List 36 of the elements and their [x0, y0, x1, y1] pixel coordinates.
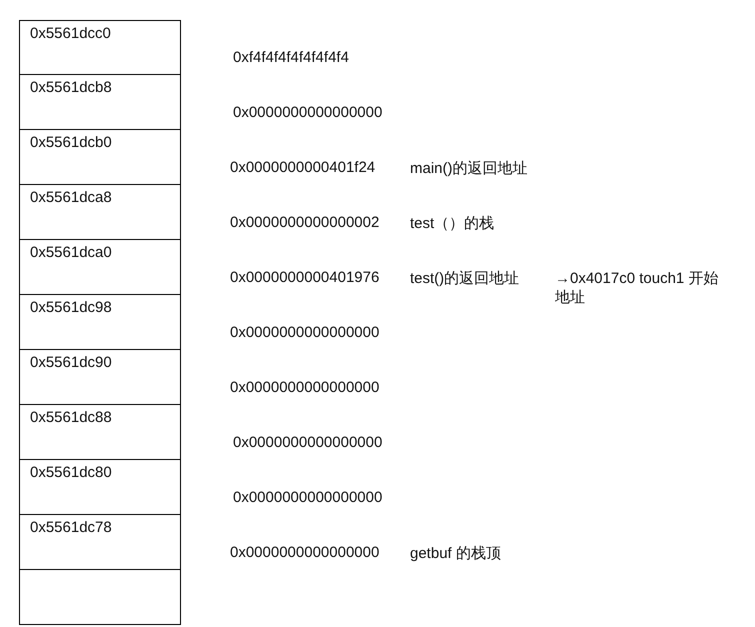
annotation-text: test()的返回地址: [410, 269, 520, 288]
stack-value: 0x0000000000000000: [230, 379, 380, 396]
stack-value: 0x0000000000000000: [233, 489, 382, 506]
stack-cell: [19, 239, 181, 295]
stack-cell: [19, 349, 181, 405]
memory-address: 0x5561dc88: [30, 409, 112, 426]
memory-address: 0x5561dc90: [30, 354, 112, 371]
stack-cell: [19, 459, 181, 515]
stack-cell: [19, 74, 181, 130]
stack-value: 0x0000000000000000: [233, 104, 382, 121]
annotation-text: getbuf 的栈顶: [410, 544, 501, 563]
stack-cell: [19, 294, 181, 350]
stack-cell: [19, 20, 181, 75]
stack-cell: [19, 514, 181, 570]
stack-value: 0x0000000000000000: [230, 324, 380, 341]
annotation-text: test（）的栈: [410, 214, 494, 233]
memory-address: 0x5561dca8: [30, 189, 112, 206]
stack-value: 0x0000000000000000: [233, 434, 382, 451]
stack-cell: [19, 404, 181, 460]
stack-value: 0x0000000000401f24: [230, 159, 376, 176]
stack-cell: [19, 129, 181, 185]
empty-cell: [19, 569, 181, 625]
stack-value: 0x0000000000000002: [230, 214, 380, 231]
memory-address: 0x5561dcb8: [30, 79, 112, 96]
memory-address: 0x5561dca0: [30, 244, 112, 261]
memory-address: 0x5561dcc0: [30, 25, 111, 42]
memory-address: 0x5561dc80: [30, 464, 112, 481]
annotation-text: main()的返回地址: [410, 159, 528, 178]
memory-address: 0x5561dcb0: [30, 134, 112, 151]
annotation-text: →0x4017c0 touch1 开始地址: [555, 269, 720, 307]
stack-cell: [19, 184, 181, 240]
stack-value: 0x0000000000401976: [230, 269, 380, 286]
stack-value: 0xf4f4f4f4f4f4f4f4: [233, 49, 349, 66]
stack-value: 0x0000000000000000: [230, 544, 380, 561]
memory-address: 0x5561dc98: [30, 299, 112, 316]
memory-address: 0x5561dc78: [30, 519, 112, 536]
